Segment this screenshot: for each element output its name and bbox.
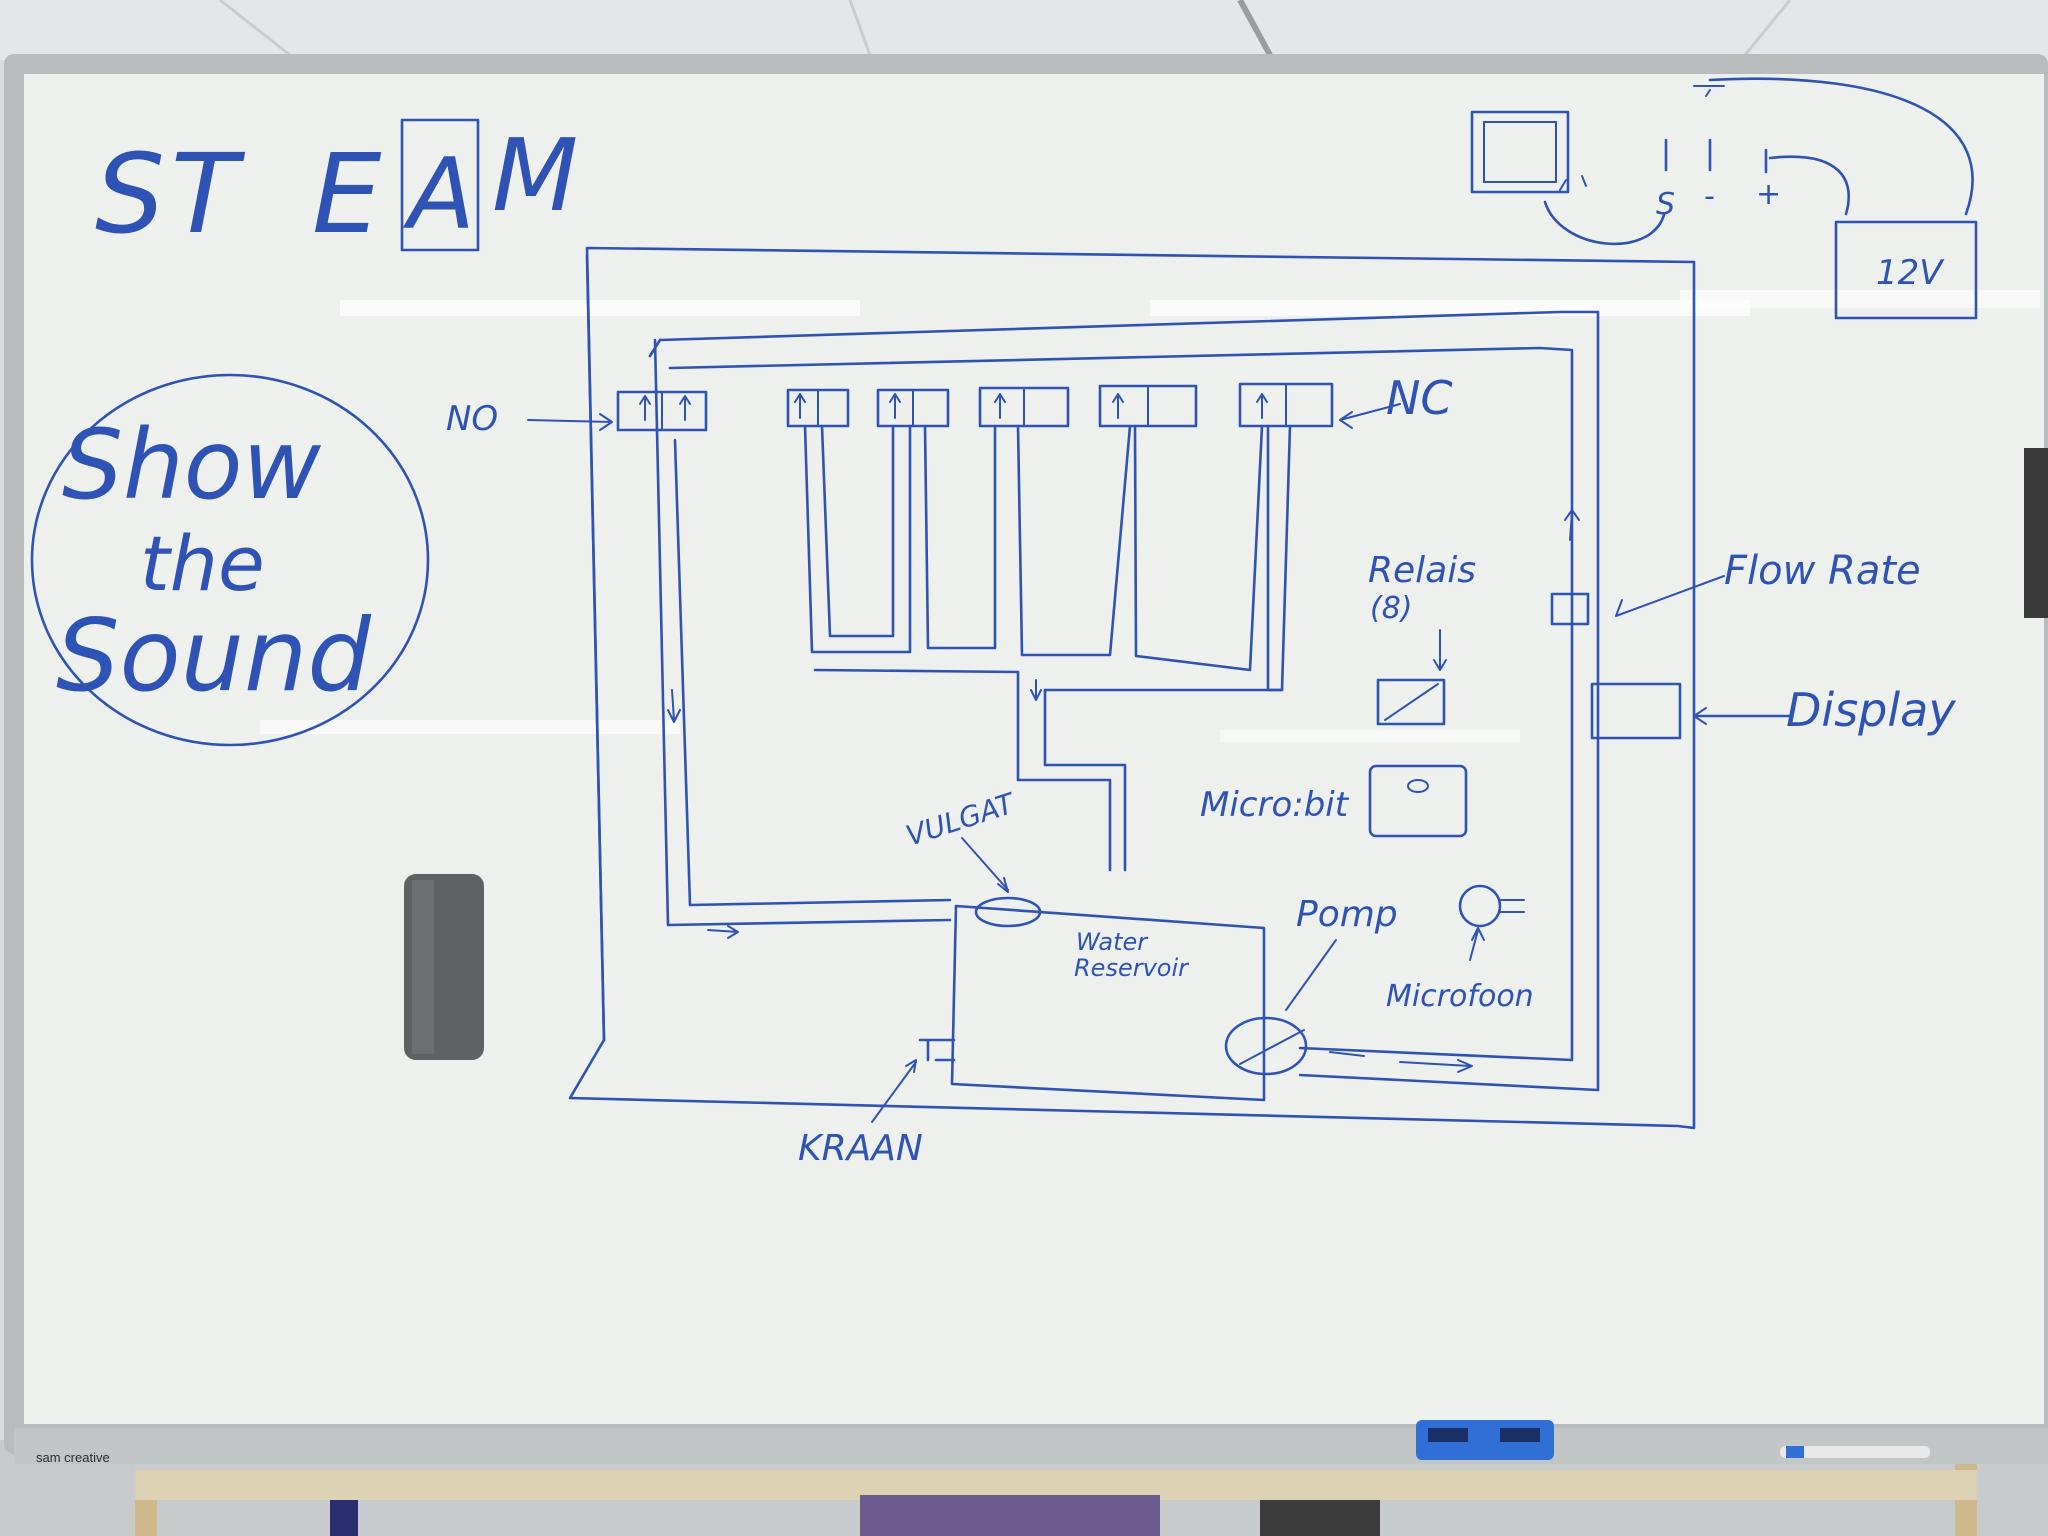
power-label-plus: + [1756,177,1781,212]
microbit-indicator [1407,779,1429,793]
label-relais: Relais [1368,550,1476,591]
label-no: NO [446,399,498,439]
vulgat-opening [974,896,1042,928]
pump-icon [1224,1016,1308,1076]
battery-label: 12V [1876,253,1945,293]
brand-label: sam creative [36,1450,110,1465]
kraan-tap [918,1038,956,1062]
title-a-box [400,118,480,252]
display-box [1590,682,1682,740]
slogan-circle [30,373,430,747]
label-display: Display [1786,683,1956,737]
title-boxed-letter: A [402,138,475,252]
power-switch-inner [1483,121,1557,183]
microbit-box [1368,764,1468,838]
title-suffix: M [492,117,578,234]
label-nc: NC [1386,371,1453,425]
relais-box [1376,678,1446,726]
label-microbit: Micro:bit [1200,785,1350,825]
ceiling [0,0,2048,60]
tube-left-inner [673,438,952,907]
valve-row [616,382,1334,432]
power-label-minus: - [1704,179,1715,214]
tube-top-inner [668,346,1574,1062]
title-letter-e: E [312,130,382,258]
microphone-icon [1458,884,1502,928]
slogan-line-1: Show [62,409,322,521]
label-kraan: KRAAN [798,1128,923,1169]
label-reservoir: Reservoir [1074,954,1190,982]
slogan-line-3: Sound [56,597,371,714]
label-pomp: Pomp [1296,894,1398,935]
battery-12v [1834,220,1978,320]
marker-tray [14,1428,2048,1464]
label-water: Water [1076,928,1149,956]
wire-plus-battery [1768,155,1851,216]
whiteboard-surface [24,74,2044,1424]
power-label-s: S [1656,187,1675,222]
tube-left-outer [653,338,952,927]
enclosure-left [585,254,606,1042]
wire-minus-battery [1708,77,1974,216]
marker-pen[interactable] [1780,1446,1930,1458]
power-switch-box [1470,110,1570,194]
tube-top-outer [648,310,1600,1092]
label-flow-rate: Flow Rate [1724,548,1921,594]
wire-switch-s [1543,200,1666,246]
label-microfoon: Microfoon [1386,979,1534,1014]
manifold-tubes [803,424,1292,872]
water-reservoir [950,904,1266,1102]
power-top-node [1693,85,1725,97]
title-prefix: ST [95,130,246,258]
magnet-holder [2024,448,2048,618]
flow-rate-sensor [1550,592,1590,626]
label-relais-count: (8) [1370,591,1413,626]
slogan-line-2: the [140,519,265,608]
